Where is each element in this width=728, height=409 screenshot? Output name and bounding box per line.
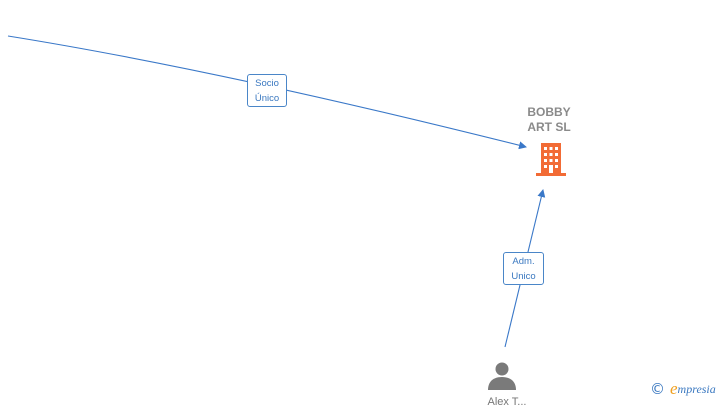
copyright-icon: © xyxy=(650,380,665,398)
person-icon[interactable] xyxy=(487,361,517,396)
relation-label-line2: Único xyxy=(254,93,280,104)
network-diagram: Socio Único Adm. Unico BOBBY ART SL xyxy=(7,35,716,408)
building-icon[interactable] xyxy=(535,141,567,182)
company-name-line2: ART SL xyxy=(527,120,571,134)
company-name[interactable]: BOBBY ART SL xyxy=(510,105,588,135)
edges-layer xyxy=(7,35,546,348)
relation-label-adm-unico[interactable]: Adm. Unico xyxy=(503,252,544,285)
relation-label-line1: Socio xyxy=(255,78,279,89)
relation-label-line2: Unico xyxy=(511,271,536,282)
brand-name-rest: mpresia xyxy=(677,381,716,396)
relation-label-line1: Adm. xyxy=(512,256,535,267)
company-name-line1: BOBBY xyxy=(527,105,571,119)
brand-logo: © e mpresia xyxy=(650,379,716,398)
person-name[interactable]: Alex T... xyxy=(487,396,527,408)
edge-socio-unico xyxy=(7,35,527,150)
relation-label-socio-unico[interactable]: Socio Único xyxy=(247,74,287,107)
brand-initial: e xyxy=(670,379,678,398)
